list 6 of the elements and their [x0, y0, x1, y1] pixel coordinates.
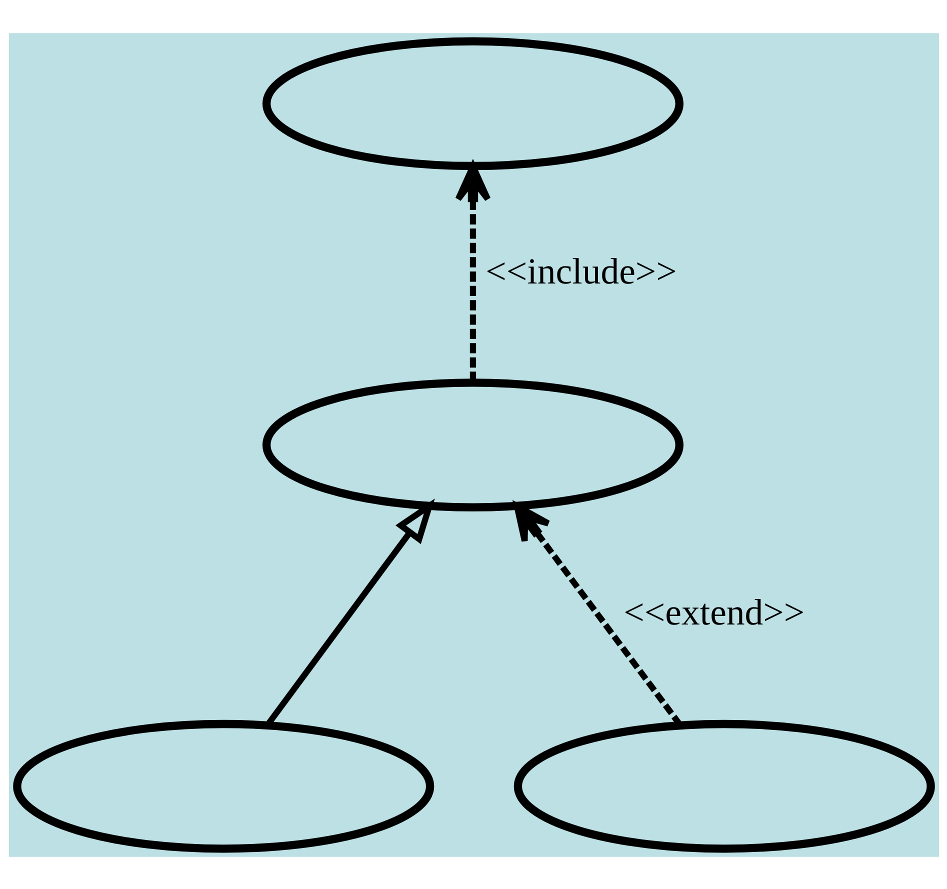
- node-ellipse: [262, 378, 683, 511]
- edge-label: <<include>>: [485, 250, 676, 291]
- node-ellipse: [513, 719, 934, 852]
- edge-label: <<extend>>: [623, 591, 804, 632]
- node-ellipse: [12, 719, 434, 852]
- node-ellipse: [262, 36, 683, 170]
